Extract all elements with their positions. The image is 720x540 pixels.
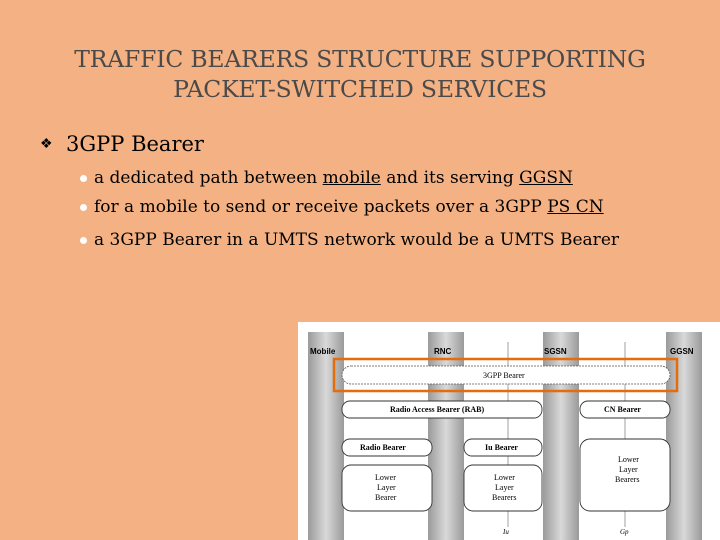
gp-interface-label: Gp [620,528,629,536]
highlight-box [332,357,679,393]
bullet-text: 3GPP Bearer [66,132,204,156]
sgsn-column [543,332,579,540]
diamond-bullet-icon: ❖ [40,136,53,152]
dot-bullet-icon [80,204,87,211]
3gpp-bearer-pipe [341,365,671,385]
lower2-line1: Lower [494,473,515,482]
iu-interface-label: Iu [502,528,509,536]
mobile-column [308,332,344,540]
iu-bearer-label: Iu Bearer [485,443,518,452]
dot-bullet-icon [80,175,87,182]
radio-bearer-pipe [341,438,433,457]
node-ggsn: GGSN [670,347,694,356]
title-line-1: TRAFFIC BEARERS STRUCTURE SUPPORTING [74,45,646,73]
bearer-diagram: Mobile RNC SGSN GGSN 3GPP Bearer Radio A… [298,322,720,540]
rnc-column [428,332,464,540]
lower1-line3: Bearer [375,493,397,502]
node-sgsn: SGSN [544,347,567,356]
lower-layer-1 [341,464,433,512]
slide-title: TRAFFIC BEARERS STRUCTURE SUPPORTING PAC… [30,44,690,104]
3gpp-bearer-label: 3GPP Bearer [483,371,525,380]
bearer-diagram-svg: Mobile RNC SGSN GGSN 3GPP Bearer Radio A… [308,332,702,540]
lower3-line2: Layer [619,465,638,474]
lower-layer-2 [463,464,543,512]
ggsn-column [666,332,702,540]
link-ggsn[interactable]: GGSN [519,168,573,188]
lower-layer-3 [579,438,671,512]
cn-bearer-pipe [579,400,671,419]
title-line-2: PACKET-SWITCHED SERVICES [173,75,547,103]
lower1-line1: Lower [375,473,396,482]
text: and its serving [380,168,520,188]
node-mobile: Mobile [310,347,336,356]
text: for a mobile to send or receive packets … [94,197,548,217]
rab-label: Radio Access Bearer (RAB) [390,405,484,414]
lower2-line3: Bearers [492,493,516,502]
dot-bullet-icon [80,237,87,244]
sub-bullet-3-text: a 3GPP Bearer in a UMTS network would be… [94,230,619,250]
link-ps-cn[interactable]: PS CN [547,197,604,217]
link-mobile[interactable]: mobile [322,168,381,188]
cn-bearer-label: CN Bearer [604,405,641,414]
node-rnc: RNC [434,347,452,356]
rab-pipe [341,400,543,419]
text: a dedicated path between [94,168,323,188]
lower3-line3: Bearers [615,475,639,484]
lower1-line2: Layer [377,483,396,492]
radio-bearer-label: Radio Bearer [360,443,406,452]
lower3-line1: Lower [618,455,639,464]
iu-bearer-pipe [463,438,543,457]
lower2-line2: Layer [495,483,514,492]
